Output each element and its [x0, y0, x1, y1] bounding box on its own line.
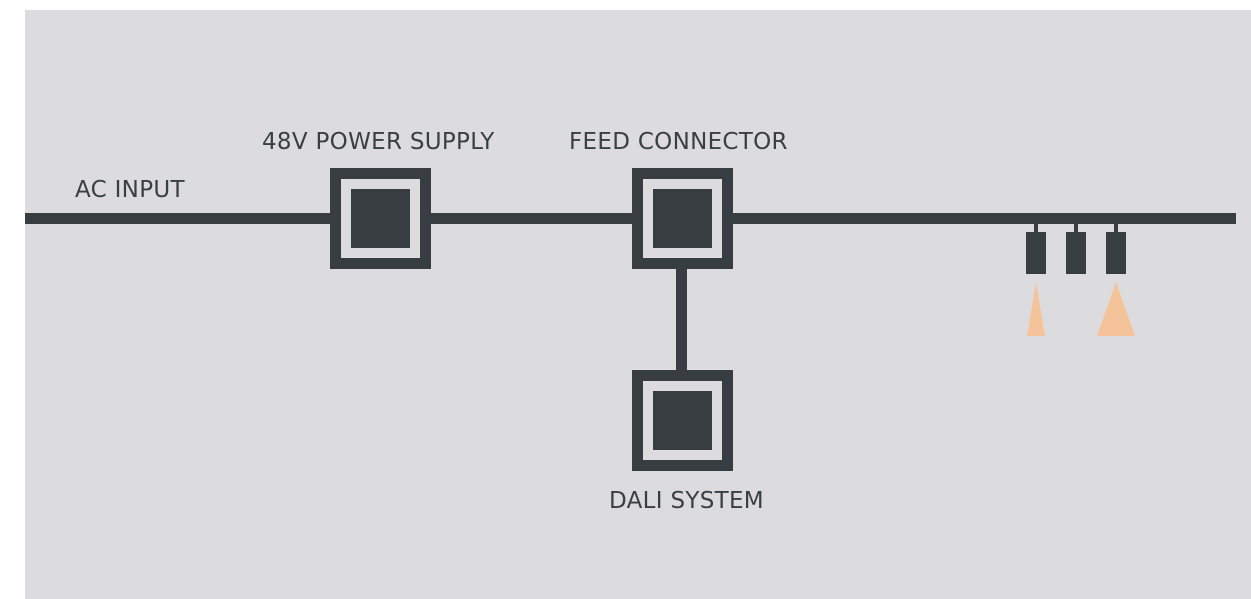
light-fixture-1	[1026, 222, 1046, 274]
feed-connector-label: FEED CONNECTOR	[569, 129, 788, 155]
ac-bus-line	[25, 213, 1236, 224]
feed-connector-box	[632, 168, 733, 269]
light-beam-1	[1027, 282, 1045, 336]
ac-input-label: AC INPUT	[75, 177, 185, 203]
light-fixture-2	[1066, 222, 1086, 274]
light-fixture-3	[1106, 222, 1126, 274]
power-supply-label: 48V POWER SUPPLY	[262, 129, 495, 155]
power-supply-box	[330, 168, 431, 269]
light-beam-3	[1097, 282, 1135, 336]
dali-system-label: DALI SYSTEM	[609, 488, 764, 514]
diagram-background	[25, 10, 1251, 599]
dali-system-box	[632, 370, 733, 471]
dali-connection-line	[676, 265, 687, 375]
